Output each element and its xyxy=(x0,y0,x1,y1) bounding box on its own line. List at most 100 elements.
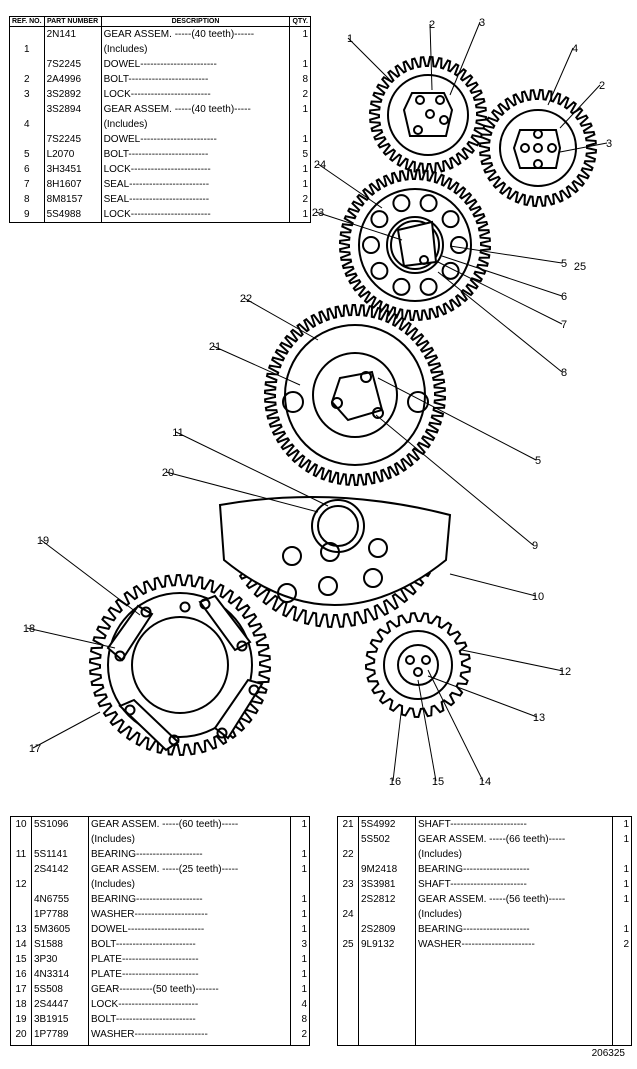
part-number-cell: 3S2894 xyxy=(44,102,102,117)
part-number-cell: L2070 xyxy=(44,147,102,162)
gear-bore xyxy=(131,616,229,714)
description-cell: BOLT------------------------ xyxy=(88,937,291,952)
callout-label: 13 xyxy=(533,712,545,724)
ref-cell: 13 xyxy=(11,922,32,937)
qty-cell: 1 xyxy=(301,969,307,980)
description-cell: GEAR ASSEM. -----(40 teeth)----- xyxy=(101,102,291,117)
part-number-cell: 5S4992 xyxy=(358,817,416,832)
description-cell: GEAR ASSEM. -----(60 teeth)----- xyxy=(88,817,291,832)
qty-cell: 1 xyxy=(302,164,308,175)
bolt-head xyxy=(179,601,191,613)
bolt-head xyxy=(520,143,530,153)
lightening-hole xyxy=(392,277,411,296)
ref-cell xyxy=(11,862,32,877)
ref-cell: 2 xyxy=(10,72,45,87)
ref-cell: 20 xyxy=(11,1027,32,1042)
callout-label: 8 xyxy=(561,367,567,379)
bolt-head xyxy=(421,655,431,665)
qty-cell: 1 xyxy=(301,894,307,905)
bolt-head xyxy=(124,704,136,716)
plate-ring xyxy=(397,644,439,686)
qty-cell: 1 xyxy=(623,864,629,875)
qty-cell xyxy=(613,847,632,862)
lightening-hole xyxy=(441,210,460,229)
part-number-cell: 9L9132 xyxy=(358,937,416,952)
description-cell: DOWEL----------------------- xyxy=(88,922,291,937)
lightening-hole xyxy=(362,236,380,254)
lightening-hole xyxy=(450,236,468,254)
ref-cell xyxy=(10,102,45,117)
qty-cell xyxy=(290,117,310,132)
part-number-cell xyxy=(358,847,416,862)
ref-cell: 10 xyxy=(11,817,32,832)
qty-cell: 1 xyxy=(302,29,308,40)
part-number-cell: 5S502 xyxy=(358,832,416,847)
qty-cell: 1 xyxy=(301,924,307,935)
leader-line xyxy=(377,377,537,461)
ref-cell: 18 xyxy=(11,997,32,1012)
table-row: 24(Includes) xyxy=(338,907,631,922)
bolt-head xyxy=(425,109,435,119)
part-number-cell: 2S2809 xyxy=(358,922,416,937)
description-cell: LOCK------------------------ xyxy=(101,207,291,222)
part-number-cell: 4N3314 xyxy=(31,967,89,982)
table-row: 4(Includes) xyxy=(10,117,310,132)
ref-cell xyxy=(11,832,32,847)
callout-label: 4 xyxy=(572,43,578,55)
leader-line xyxy=(32,711,101,749)
leader-line xyxy=(26,627,116,649)
callout-label: 2 xyxy=(429,19,435,31)
callout-label: 22 xyxy=(240,293,252,305)
leader-line xyxy=(427,669,484,782)
leader-line xyxy=(40,539,141,616)
header-ref: REF. NO. xyxy=(10,17,45,27)
qty-cell: 1 xyxy=(302,134,308,145)
bearing-ring xyxy=(312,352,398,438)
part-number-cell: S1588 xyxy=(31,937,89,952)
part-number-cell: 1P7789 xyxy=(31,1027,89,1042)
ref-cell: 16 xyxy=(11,967,32,982)
ref-cell xyxy=(10,57,45,72)
leader-line xyxy=(437,261,563,325)
callout-label: 6 xyxy=(561,291,567,303)
ref-cell: 21 xyxy=(338,817,359,832)
callout-label: 3 xyxy=(479,17,485,29)
callout-label: 20 xyxy=(162,467,174,479)
callout-label: 9 xyxy=(532,540,538,552)
bolt-head xyxy=(435,95,445,105)
leader-line xyxy=(547,47,574,106)
part-number-cell xyxy=(44,42,102,57)
qty-cell: 8 xyxy=(302,74,308,85)
parts-table-top: REF. NO. PART NUMBER DESCRIPTION QTY. 2N… xyxy=(9,16,311,223)
description-cell: BOLT------------------------ xyxy=(88,1012,291,1027)
lightening-hole xyxy=(363,568,383,588)
header-part-number: PART NUMBER xyxy=(44,17,102,27)
description-cell: LOCK------------------------ xyxy=(101,162,291,177)
bolt-head xyxy=(114,650,126,662)
callout-label: 14 xyxy=(479,776,491,788)
header-description: DESCRIPTION xyxy=(101,17,291,27)
qty-cell: 1 xyxy=(623,879,629,890)
qty-cell: 1 xyxy=(623,834,629,845)
part-number-cell: 3B1915 xyxy=(31,1012,89,1027)
description-cell: (Includes) xyxy=(415,847,613,862)
description-cell: PLATE----------------------- xyxy=(88,952,291,967)
lightening-hole xyxy=(318,576,338,596)
leader-line xyxy=(449,21,481,96)
leader-line xyxy=(559,84,601,129)
ref-cell xyxy=(11,892,32,907)
description-cell: DOWEL----------------------- xyxy=(101,132,291,147)
leader-line xyxy=(417,679,437,782)
leader-line xyxy=(212,345,301,386)
lightening-hole xyxy=(407,391,429,413)
part-number-cell: 3S2892 xyxy=(44,87,102,102)
